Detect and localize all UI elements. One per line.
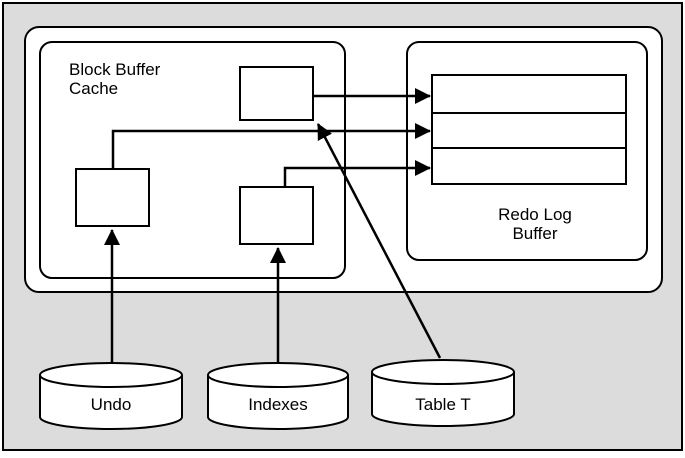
arrow-index-block-to-redo <box>283 160 431 187</box>
table-cylinder: Table T <box>371 359 515 427</box>
block-buffer-cache-label-line1: Block Buffer <box>69 60 161 79</box>
indexes-cylinder: Indexes <box>207 362 349 430</box>
indexes-label: Indexes <box>248 395 308 414</box>
undo-cylinder: Undo <box>39 362 183 430</box>
cache-block-index <box>239 186 314 245</box>
redo-log-entry <box>431 147 627 185</box>
redo-log-entry <box>431 74 627 114</box>
cache-block-table <box>239 66 314 121</box>
arrow-table-to-cache <box>316 123 442 359</box>
table-label: Table T <box>415 395 470 414</box>
redo-log-entry <box>431 112 627 149</box>
cache-block-undo <box>75 168 150 227</box>
undo-label: Undo <box>91 395 132 414</box>
block-buffer-cache-label-line2: Cache <box>69 79 118 98</box>
redo-log-buffer-label-line2: Buffer <box>512 224 557 243</box>
redo-log-buffer-label-line1: Redo Log <box>498 205 572 224</box>
